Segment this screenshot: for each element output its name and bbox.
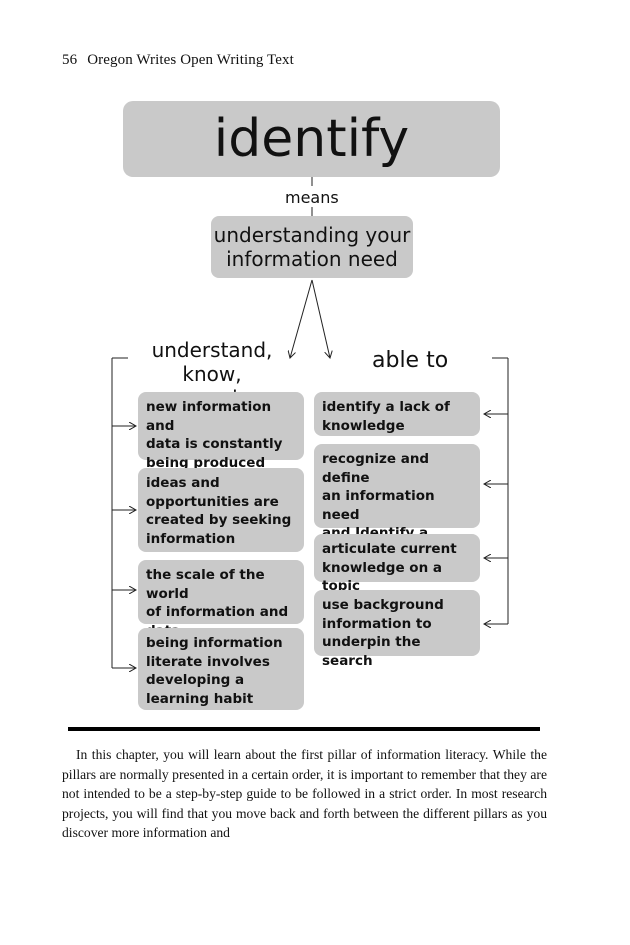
definition-box: understanding your information need	[211, 216, 413, 278]
left-item-2: ideas and opportunities are created by s…	[138, 468, 304, 552]
right-item-text: use background information to underpin t…	[322, 597, 444, 669]
definition-text: understanding your information need	[213, 223, 411, 271]
right-item-3: articulate current knowledge on a topic	[314, 534, 480, 594]
running-title: Oregon Writes Open Writing Text	[87, 52, 294, 68]
left-item-text: being information literate involves deve…	[146, 635, 283, 707]
page-number: 56	[62, 52, 78, 68]
arrow-to-left-heading	[290, 279, 313, 358]
left-item-text: new information and data is constantly b…	[146, 399, 283, 471]
right-item-text: identify a lack of knowledge	[322, 399, 450, 434]
right-item-text: articulate current knowledge on a topic	[322, 541, 457, 594]
section-divider	[68, 727, 540, 731]
diagram-title-box: identify	[123, 101, 500, 177]
right-item-2: recognize and define an information need…	[314, 444, 480, 578]
arrow-to-right-heading	[311, 279, 330, 358]
body-paragraph: In this chapter, you will learn about th…	[62, 747, 547, 840]
right-item-1: identify a lack of knowledge	[314, 392, 480, 436]
right-column-heading: able to	[372, 348, 449, 373]
connector-label: means	[285, 188, 339, 207]
left-item-text: the scale of the world of information an…	[146, 567, 289, 639]
left-item-text: ideas and opportunities are created by s…	[146, 475, 292, 547]
right-item-4: use background information to underpin t…	[314, 590, 480, 669]
left-item-3: the scale of the world of information an…	[138, 560, 304, 639]
page-header: 56 Oregon Writes Open Writing Text	[62, 52, 294, 69]
diagram-title: identify	[213, 109, 410, 169]
left-item-4: being information literate involves deve…	[138, 628, 304, 710]
left-item-1: new information and data is constantly b…	[138, 392, 304, 471]
